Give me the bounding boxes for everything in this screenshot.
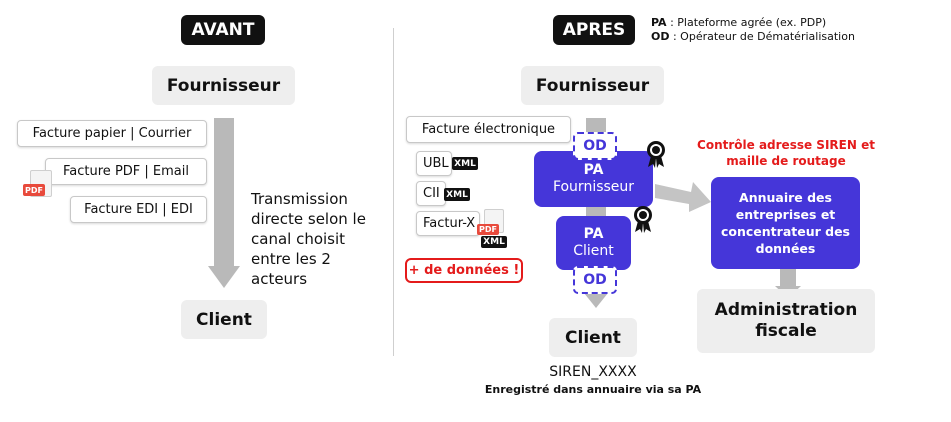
pdf-badge: PDF [477,224,499,235]
pa-supplier-subtitle: Fournisseur [552,179,635,195]
format-cii: CII [416,181,446,206]
pa-client-title: PA [583,226,604,242]
apres-client-box: Client [549,318,637,357]
legend-od: OD : Opérateur de Dématérialisation [651,30,855,43]
avant-supplier-box: Fournisseur [152,66,295,105]
directory-box: Annuaire des entreprises et concentrateu… [711,177,860,269]
certification-badge-icon [647,141,665,168]
more-data-badge: + de données ! [405,258,523,283]
pa-client-box: PA Client [556,216,631,270]
xml-badge: XML [481,236,507,248]
siren-note: Enregistré dans annuaire via sa PA [484,383,702,396]
pa-supplier-box: PA Fournisseur [534,151,653,207]
od-supplier-badge: OD [573,132,617,160]
pa-supplier-title: PA [583,162,604,178]
format-facturx: Factur-X [416,211,480,236]
siren-label: SIREN_XXXX [549,364,637,380]
section-divider [393,28,394,356]
avant-chip-edi: Facture EDI | EDI [70,196,207,223]
tax-admin-box: Administration fiscale [697,289,875,353]
xml-badge: XML [444,188,470,201]
format-facturx-label: Factur-X [423,216,476,231]
avant-client-box: Client [181,300,267,339]
format-ubl: UBL [416,151,452,176]
avant-tag: AVANT [181,15,265,45]
pa-client-subtitle: Client [573,243,614,259]
format-cii-label: CII [423,186,440,201]
od-client-badge: OD [573,266,617,294]
pa-to-directory-arrow [655,182,711,212]
xml-badge: XML [452,157,478,170]
apres-invoice-chip: Facture électronique [406,116,571,143]
avant-chip-paper: Facture papier | Courrier [17,120,207,147]
avant-description: Transmission directe selon le canal choi… [251,190,366,288]
certification-badge-icon [634,206,652,233]
control-text: Contrôle adresse SIREN et maille de rout… [697,138,875,168]
apres-tag: APRES [553,15,635,45]
format-ubl-label: UBL [423,156,449,171]
avant-flow-arrow [208,118,240,288]
apres-supplier-box: Fournisseur [521,66,664,105]
avant-chip-pdf: Facture PDF | Email [45,158,207,185]
legend: PA : Plateforme agrée (ex. PDP) OD : Opé… [651,16,855,44]
pdf-badge: PDF [23,184,45,196]
legend-pa: PA : Plateforme agrée (ex. PDP) [651,16,827,29]
